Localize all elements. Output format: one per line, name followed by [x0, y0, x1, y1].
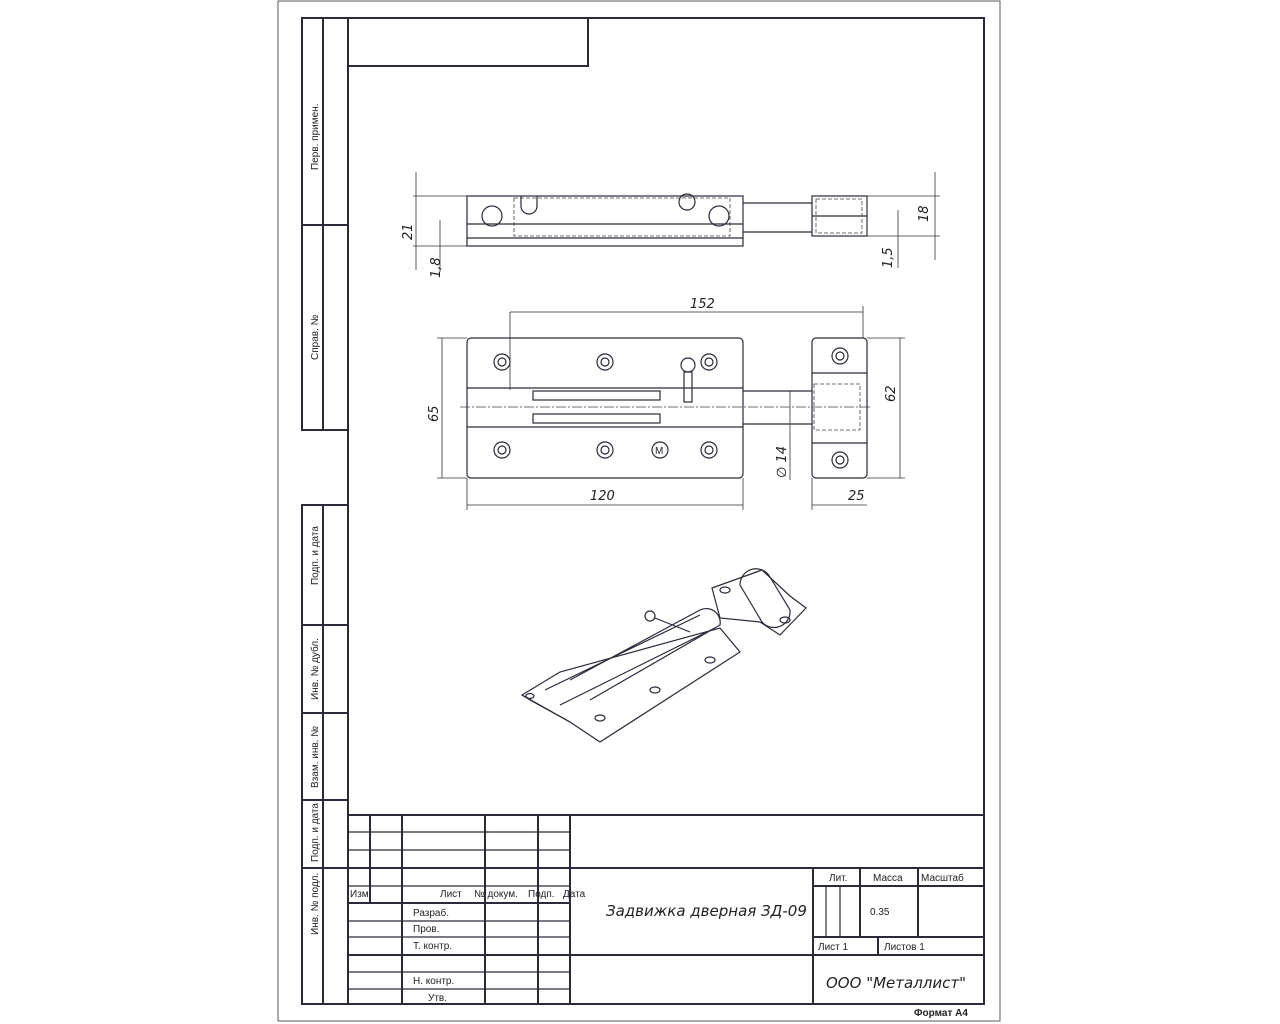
- drawing-title: Задвижка дверная ЗД-09: [606, 902, 807, 920]
- col-doc: № докум.: [474, 889, 518, 900]
- drawing-frame: [347, 17, 985, 1005]
- scale-label: Масштаб: [921, 872, 964, 884]
- left-top-strip: Перв. примен. Справ. №: [301, 17, 349, 431]
- left-bottom-strip: Подп. и дата Инв. № дубл. Взам. инв. № П…: [301, 504, 349, 1005]
- side-label-sprav: Справ. №: [310, 314, 321, 360]
- front-view: M 152 65 62 ∅ 14 120 25: [427, 297, 905, 510]
- dim-65: 65: [427, 405, 442, 422]
- col-sign: Подп.: [528, 889, 555, 900]
- company-name: ООО "Металлист": [826, 974, 966, 992]
- dim-21: 21: [401, 223, 416, 240]
- top-left-box: [347, 17, 589, 67]
- side-label-vzam-inv: Взам. инв. №: [310, 726, 321, 788]
- sheet-border: [277, 0, 1001, 1022]
- role-prov: Пров.: [413, 924, 439, 935]
- role-razrab: Разраб.: [413, 907, 449, 919]
- lit-label: Лит.: [829, 873, 847, 884]
- dim-1-8: 1,8: [429, 257, 444, 278]
- isometric-view: [520, 568, 807, 743]
- role-t-kontr: Т. контр.: [413, 941, 452, 952]
- col-izm: Изм: [350, 889, 369, 900]
- col-date: Дата: [563, 889, 586, 900]
- dim-18: 18: [917, 205, 932, 222]
- side-label-podp-data: Подп. и дата: [310, 526, 321, 585]
- role-utv: Утв.: [428, 993, 447, 1004]
- role-n-kontr: Н. контр.: [413, 976, 454, 987]
- dim-152: 152: [690, 297, 715, 312]
- dim-120: 120: [590, 489, 615, 504]
- dim-62: 62: [884, 385, 899, 402]
- logo-m-icon: M: [655, 446, 663, 457]
- side-label-inv-dubl: Инв. № дубл.: [309, 638, 321, 700]
- screw-holes: M: [493, 353, 718, 459]
- sheet-count: Листов 1: [884, 942, 925, 953]
- side-view: 21 1,8 18 1,5: [401, 172, 940, 278]
- mass-value: 0.35: [870, 907, 890, 918]
- dim-25: 25: [848, 489, 865, 504]
- side-label-podp-data-2: Подп. и дата: [310, 803, 321, 862]
- title-block: Изм Лист № докум. Подп. Дата Разраб. Про…: [347, 814, 985, 1019]
- side-label-perv-primen: Перв. примен.: [310, 104, 321, 170]
- format-label: Формат А4: [914, 1008, 968, 1019]
- side-label-inv-podl: Инв. № подл.: [310, 873, 321, 935]
- dim-1-5: 1,5: [881, 247, 896, 268]
- col-list: Лист: [440, 889, 462, 900]
- dim-diameter-14: ∅ 14: [775, 446, 790, 478]
- sheet-number: Лист 1: [818, 942, 849, 953]
- mass-label: Масса: [873, 873, 903, 884]
